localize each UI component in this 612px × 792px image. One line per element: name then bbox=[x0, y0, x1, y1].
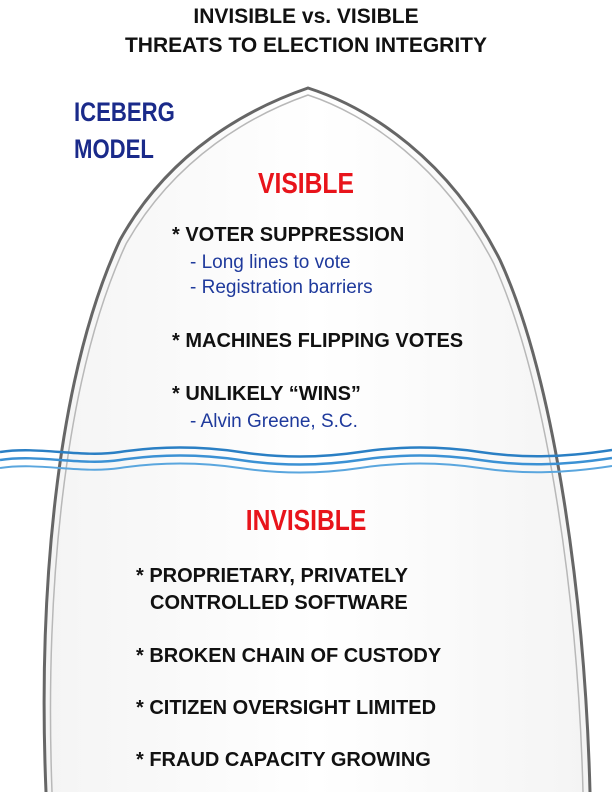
visible-heading: VISIBLE bbox=[258, 168, 354, 200]
visible-item-machines-flipping: * MACHINES FLIPPING VOTES bbox=[172, 330, 464, 352]
waterline bbox=[0, 446, 612, 474]
page-title-line-1: INVISIBLE vs. VISIBLE bbox=[193, 5, 419, 28]
invisible-item-fraud-capacity: * FRAUD CAPACITY GROWING bbox=[136, 749, 431, 771]
invisible-item-proprietary-line-1: * PROPRIETARY, PRIVATELY bbox=[136, 565, 408, 587]
invisible-item-citizen-oversight: * CITIZEN OVERSIGHT LIMITED bbox=[136, 697, 437, 719]
page-title-line-2: THREATS TO ELECTION INTEGRITY bbox=[124, 34, 488, 57]
visible-item-unlikely-wins: * UNLIKELY “WINS” bbox=[172, 383, 361, 405]
visible-sub-long-lines: - Long lines to vote bbox=[190, 252, 351, 273]
invisible-heading: INVISIBLE bbox=[245, 505, 367, 537]
visible-sub-alvin-greene: - Alvin Greene, S.C. bbox=[190, 411, 358, 432]
visible-item-voter-suppression: * VOTER SUPPRESSION bbox=[172, 224, 405, 246]
invisible-item-proprietary-line-2: CONTROLLED SOFTWARE bbox=[150, 592, 408, 614]
iceberg-body bbox=[44, 88, 591, 792]
model-label-line-2: MODEL bbox=[74, 134, 154, 164]
iceberg-inner-outline bbox=[49, 94, 584, 792]
invisible-item-broken-chain: * BROKEN CHAIN OF CUSTODY bbox=[136, 645, 442, 667]
model-label-line-1: ICEBERG bbox=[74, 97, 175, 127]
visible-sub-registration: - Registration barriers bbox=[190, 277, 373, 298]
